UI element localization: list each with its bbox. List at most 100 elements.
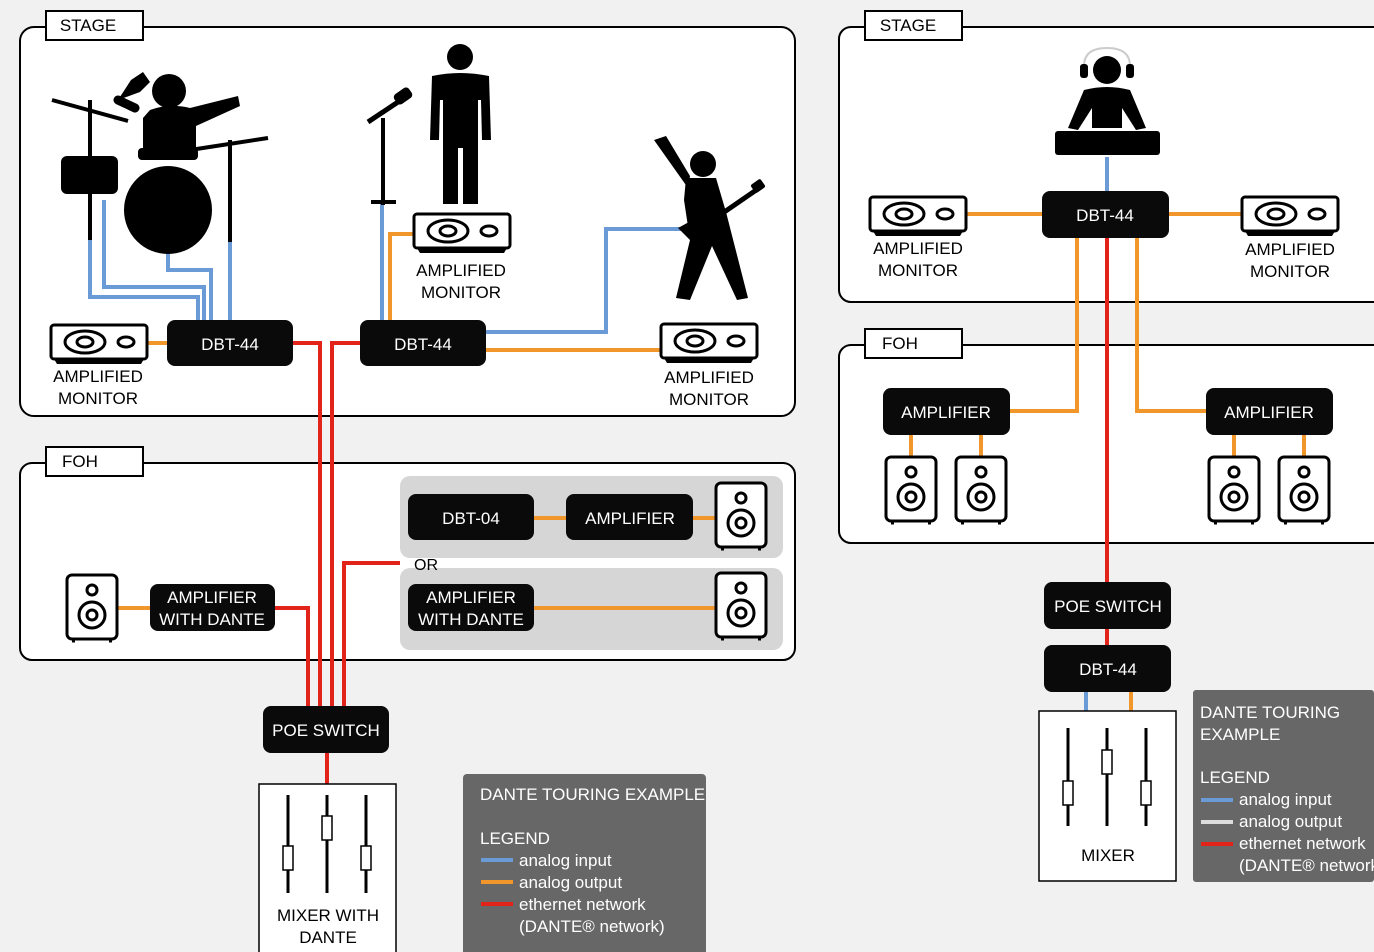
right-dbt-44-foh: DBT-44	[1044, 645, 1171, 692]
cable-guitar-input	[486, 227, 686, 334]
speaker-icon	[884, 455, 938, 525]
alt-dbt-label: DBT-04	[442, 509, 500, 528]
right-poe-label: POE SWITCH	[1054, 597, 1162, 616]
dbt-44-vocal: DBT-44	[360, 320, 486, 366]
left-legend-item-3: ethernet network	[519, 895, 646, 914]
right-dbt-foh-label: DBT-44	[1079, 660, 1137, 679]
left-stage-section: STAGE	[19, 10, 796, 417]
alt-amp-dante-label-1: AMPLIFIER	[426, 588, 516, 607]
alt-amp-label: AMPLIFIER	[585, 509, 675, 528]
alt-amplifier-with-dante: AMPLIFIER WITH DANTE	[408, 584, 534, 631]
right-mixer-label: MIXER	[1081, 846, 1135, 865]
cable-amp-left	[1009, 238, 1079, 413]
right-legend-title-1: DANTE TOURING	[1200, 703, 1340, 722]
cable-vocal-monitor	[388, 232, 414, 320]
right-poe-switch: POE SWITCH	[1044, 582, 1171, 629]
monitor-vocal-label-1: AMPLIFIED	[416, 261, 506, 280]
right-dbt-label: DBT-44	[1076, 206, 1134, 225]
dj-icon	[1055, 46, 1160, 155]
cable-ethernet-drum-dbt	[293, 341, 322, 708]
right-legend-item-3: ethernet network	[1239, 834, 1366, 853]
left-mixer: MIXER WITH DANTE	[258, 783, 397, 952]
cable-amp-right	[1135, 238, 1207, 413]
microphone-stand-icon	[366, 87, 413, 205]
right-foh-title: FOH	[882, 334, 918, 353]
left-legend-heading: LEGEND	[480, 829, 550, 848]
speaker-icon	[714, 481, 768, 551]
right-amp-right-label: AMPLIFIER	[1224, 403, 1314, 422]
right-amplifier-right: AMPLIFIER	[1206, 388, 1333, 435]
right-amp-left-label: AMPLIFIER	[901, 403, 991, 422]
speaker-icon	[1207, 455, 1261, 525]
left-legend-item-4: (DANTE® network)	[519, 917, 665, 936]
speaker-icon	[1277, 455, 1331, 525]
cable-ethernet-vocal-dbt	[330, 341, 360, 708]
left-foh-section: FOH	[19, 446, 796, 661]
right-amplifier-left: AMPLIFIER	[883, 388, 1010, 435]
dbt-vocal-label: DBT-44	[394, 335, 452, 354]
right-mixer: MIXER	[1038, 710, 1177, 882]
left-stage-tab	[45, 10, 144, 41]
or-label: OR	[414, 557, 438, 574]
drummer-icon	[51, 72, 269, 254]
monitor-wedge-icon	[1240, 195, 1340, 238]
right-monitor-right-label-2: MONITOR	[1250, 262, 1330, 281]
monitor-wedge-icon	[868, 195, 968, 238]
left-legend-title: DANTE TOURING EXAMPLE	[480, 785, 705, 804]
dbt-44-drums: DBT-44	[167, 320, 293, 366]
right-monitor-left-label-2: MONITOR	[878, 261, 958, 280]
cable-ethernet-amp-dante	[275, 606, 310, 708]
amp-dante-label-2: WITH DANTE	[159, 610, 265, 629]
cable-drum-input-1	[88, 195, 200, 322]
speaker-icon	[954, 455, 1008, 525]
right-legend-item-2: analog output	[1239, 812, 1342, 831]
monitor-wedge-icon	[659, 322, 759, 365]
monitor-drums-label-2: MONITOR	[58, 389, 138, 408]
right-monitor-left-label-1: AMPLIFIED	[873, 239, 963, 258]
cable-ethernet-alt	[342, 561, 400, 708]
right-legend-title-2: EXAMPLE	[1200, 725, 1280, 744]
mixer-fader-knob	[1140, 780, 1152, 806]
mixer-fader-knob	[360, 845, 372, 871]
singer-icon	[430, 44, 491, 204]
left-legend-item-1: analog input	[519, 851, 612, 870]
cable-drum-input-2	[102, 200, 206, 322]
dbt-drums-label: DBT-44	[201, 335, 259, 354]
right-legend-item-4: (DANTE® network)	[1239, 856, 1374, 875]
left-poe-label: POE SWITCH	[272, 721, 380, 740]
left-legend: DANTE TOURING EXAMPLE LEGEND analog inpu…	[463, 774, 706, 952]
speaker-icon	[65, 573, 119, 643]
alt-amplifier: AMPLIFIER	[566, 494, 693, 540]
amplifier-with-dante: AMPLIFIER WITH DANTE	[150, 584, 275, 631]
monitor-wedge-icon	[412, 212, 512, 255]
amp-dante-label-1: AMPLIFIER	[167, 588, 257, 607]
right-cables	[909, 157, 1306, 712]
right-dbt-44-stage: DBT-44	[1042, 191, 1169, 238]
left-mixer-label-1: MIXER WITH	[277, 906, 379, 925]
monitor-guitar-label-2: MONITOR	[669, 390, 749, 409]
monitor-wedge-icon	[49, 323, 149, 366]
left-foh-title: FOH	[62, 452, 98, 471]
mixer-fader-knob	[321, 815, 333, 841]
monitor-guitar-label-1: AMPLIFIED	[664, 368, 754, 387]
left-legend-item-2: analog output	[519, 873, 622, 892]
speaker-icon	[714, 571, 768, 641]
left-stage-title: STAGE	[60, 16, 116, 35]
right-stage-title: STAGE	[880, 16, 936, 35]
left-poe-switch: POE SWITCH	[263, 706, 389, 753]
mixer-fader-knob	[282, 845, 294, 871]
right-legend-item-1: analog input	[1239, 790, 1332, 809]
alt-dbt-04: DBT-04	[408, 494, 534, 540]
monitor-drums-label-1: AMPLIFIED	[53, 367, 143, 386]
guitarist-icon	[654, 136, 765, 300]
right-legend: DANTE TOURING EXAMPLE LEGEND analog inpu…	[1193, 690, 1374, 882]
right-legend-heading: LEGEND	[1200, 768, 1270, 787]
mixer-fader-knob	[1101, 749, 1113, 775]
alt-amp-dante-label-2: WITH DANTE	[418, 610, 524, 629]
monitor-vocal-label-2: MONITOR	[421, 283, 501, 302]
mixer-fader-knob	[1062, 780, 1074, 806]
right-monitor-right-label-1: AMPLIFIED	[1245, 240, 1335, 259]
right-stage-tab	[864, 10, 963, 41]
left-foh-tab	[45, 446, 144, 477]
